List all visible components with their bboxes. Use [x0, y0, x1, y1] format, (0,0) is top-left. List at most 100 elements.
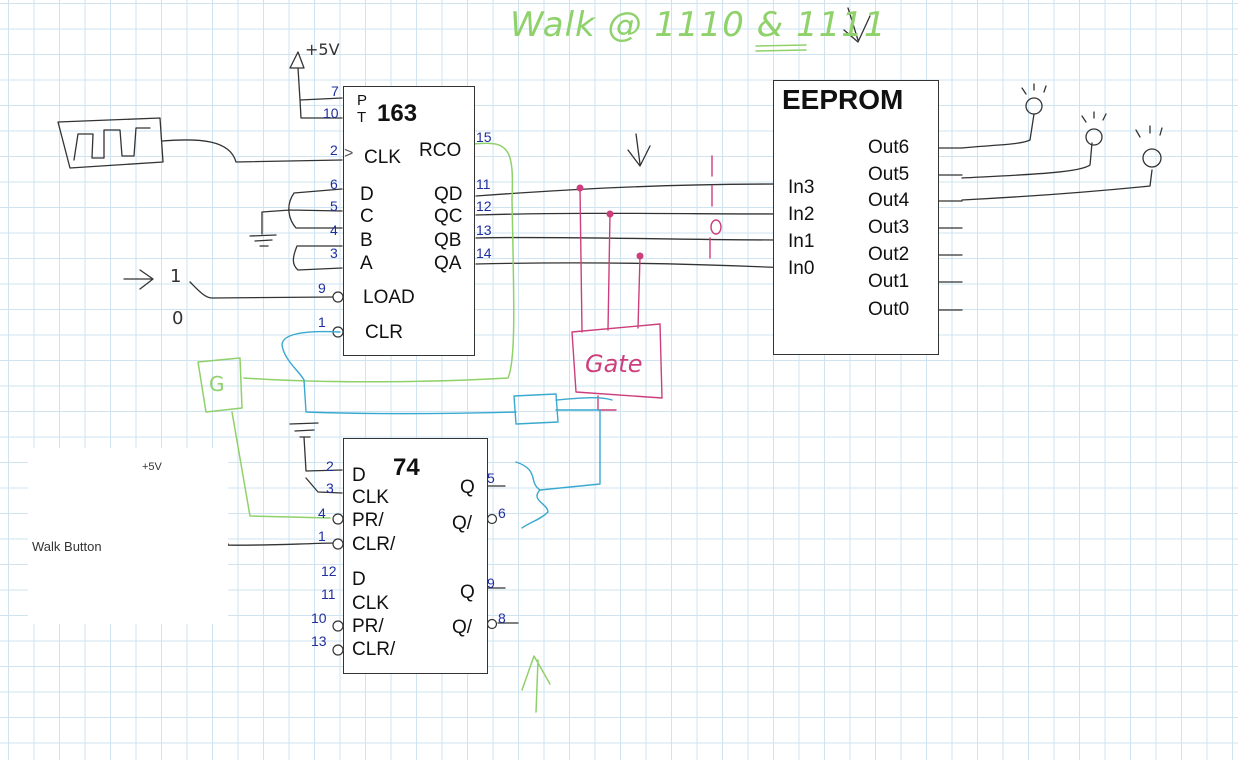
eeprom-out1: Out1: [868, 271, 910, 292]
pin-74-3: 3: [326, 480, 334, 496]
chip-74-name: 74: [393, 454, 420, 481]
supply-to-pt-wire: [297, 67, 343, 119]
chip-163: [343, 86, 475, 356]
pin-74-12: 12: [321, 563, 337, 579]
chip-74-clk2: CLK: [352, 593, 389, 614]
pin-163-11: 11: [476, 176, 491, 192]
clr-cyan-wire: [281, 330, 517, 415]
chip-163-clr: CLR: [365, 322, 404, 343]
chip-74-pr2: PR/: [352, 616, 384, 637]
chip-163-qc: QC: [434, 206, 463, 227]
pin-74-11: 11: [321, 586, 336, 602]
load-one-note: 1: [170, 266, 182, 287]
d1-wire: [303, 436, 343, 472]
eeprom-in2: In2: [788, 204, 815, 225]
chip-74-clr2: CLR/: [352, 639, 396, 660]
eeprom-in1: In1: [788, 231, 815, 252]
gate-box: [571, 323, 663, 399]
pin-163-4: 4: [330, 222, 338, 238]
down-arrow-top-right: [843, 7, 871, 43]
pin-74-5: 5: [487, 470, 495, 486]
lamp-wire-out4: [961, 169, 1153, 201]
load-wire: [189, 281, 334, 299]
chip-74-d1: D: [352, 465, 366, 486]
pin-74-6: 6: [498, 505, 506, 521]
gate-note: Gate: [585, 350, 643, 378]
pin-163-1: 1: [318, 314, 326, 330]
gate-tap-qa: [637, 255, 641, 329]
g-box: [197, 357, 243, 413]
pin-74-13: 13: [311, 633, 327, 649]
chip-163-d: D: [360, 184, 374, 205]
chip-74-clr1: CLR/: [352, 534, 396, 555]
chip-163-b: B: [360, 230, 373, 251]
eeprom-out6: Out6: [868, 137, 910, 158]
lamp-wire-out6: [961, 113, 1035, 149]
chip-163-c: C: [360, 206, 374, 227]
chip-163-clk-triangle: >: [344, 145, 354, 162]
pin-163-3: 3: [330, 245, 338, 261]
pin-163-2: 2: [330, 142, 338, 158]
eeprom-in0: In0: [788, 258, 815, 279]
walk-button-inset: Walk Button +5V: [28, 448, 228, 624]
down-arrow-mid: [627, 133, 651, 167]
lamp-2: [1085, 128, 1103, 146]
eeprom-out0: Out0: [868, 299, 910, 320]
chip-163-qb: QB: [434, 230, 462, 251]
pin-74-8: 8: [498, 610, 506, 626]
chip-163-clk: CLK: [364, 147, 401, 168]
title-underline-1: [755, 44, 807, 52]
pin-163-9: 9: [318, 280, 326, 296]
lamp-wire-out5: [961, 142, 1093, 179]
walk-button-label: Walk Button: [32, 539, 102, 554]
eeprom-name: EEPROM: [782, 84, 904, 115]
ground-symbol-1: [249, 234, 277, 247]
lamp-3: [1142, 148, 1162, 168]
pin-163-13: 13: [476, 222, 492, 238]
g-note: G: [209, 372, 225, 396]
chip-163-rco: RCO: [419, 140, 462, 161]
supply-arrow: [289, 51, 305, 69]
in-zero-mark: [710, 219, 722, 235]
clk1-wire: [305, 477, 343, 494]
load-zero-note: 0: [172, 308, 184, 329]
chip-74-d2: D: [352, 569, 366, 590]
cyan-from-gate: [555, 397, 613, 401]
qc-to-in2-wire: [475, 212, 789, 216]
chip-74-pr1: PR/: [352, 510, 384, 531]
chip-163-load: LOAD: [363, 287, 415, 308]
pin-163-12: 12: [476, 198, 492, 214]
chip-163-p-label: P: [357, 92, 368, 109]
eeprom-out4: Out4: [868, 190, 910, 211]
eeprom-out3: Out3: [868, 217, 910, 238]
qb-to-in1-wire: [475, 236, 789, 241]
pin-74-1: 1: [318, 528, 326, 544]
lamp-1: [1025, 97, 1043, 115]
pin-74-9: 9: [487, 575, 495, 591]
chip-74-qn1: Q/: [452, 513, 473, 534]
cyan-to-q1: [539, 409, 601, 491]
chip-74-q2: Q: [460, 582, 475, 603]
pin-163-5: 5: [330, 198, 338, 214]
in-marks: [709, 155, 713, 259]
gate-tap-qc: [607, 213, 611, 331]
cyan-squiggle: [515, 461, 549, 529]
pin-163-6: 6: [330, 176, 338, 192]
up-arrow-bottom: [521, 655, 551, 713]
rco-feedback-wire: [243, 142, 515, 383]
load-arrow: [123, 269, 154, 290]
pin-74-2: 2: [326, 458, 334, 474]
walk-wire: [214, 542, 335, 546]
chip-163-t-label: T: [357, 109, 367, 126]
eeprom-out2: Out2: [868, 244, 910, 265]
pin-163-10: 10: [323, 105, 339, 121]
dcba-tie-wire: [261, 188, 343, 271]
chip-74: [343, 438, 488, 674]
qd-to-in3-wire: [475, 183, 789, 197]
walk-supply-label: +5V: [142, 461, 162, 473]
gate-tap-qd: [579, 187, 583, 333]
chip-163-a: A: [360, 253, 373, 274]
clock-waveform: [73, 127, 151, 161]
ground-symbol-2: [289, 422, 319, 438]
eeprom-out5: Out5: [868, 164, 910, 185]
